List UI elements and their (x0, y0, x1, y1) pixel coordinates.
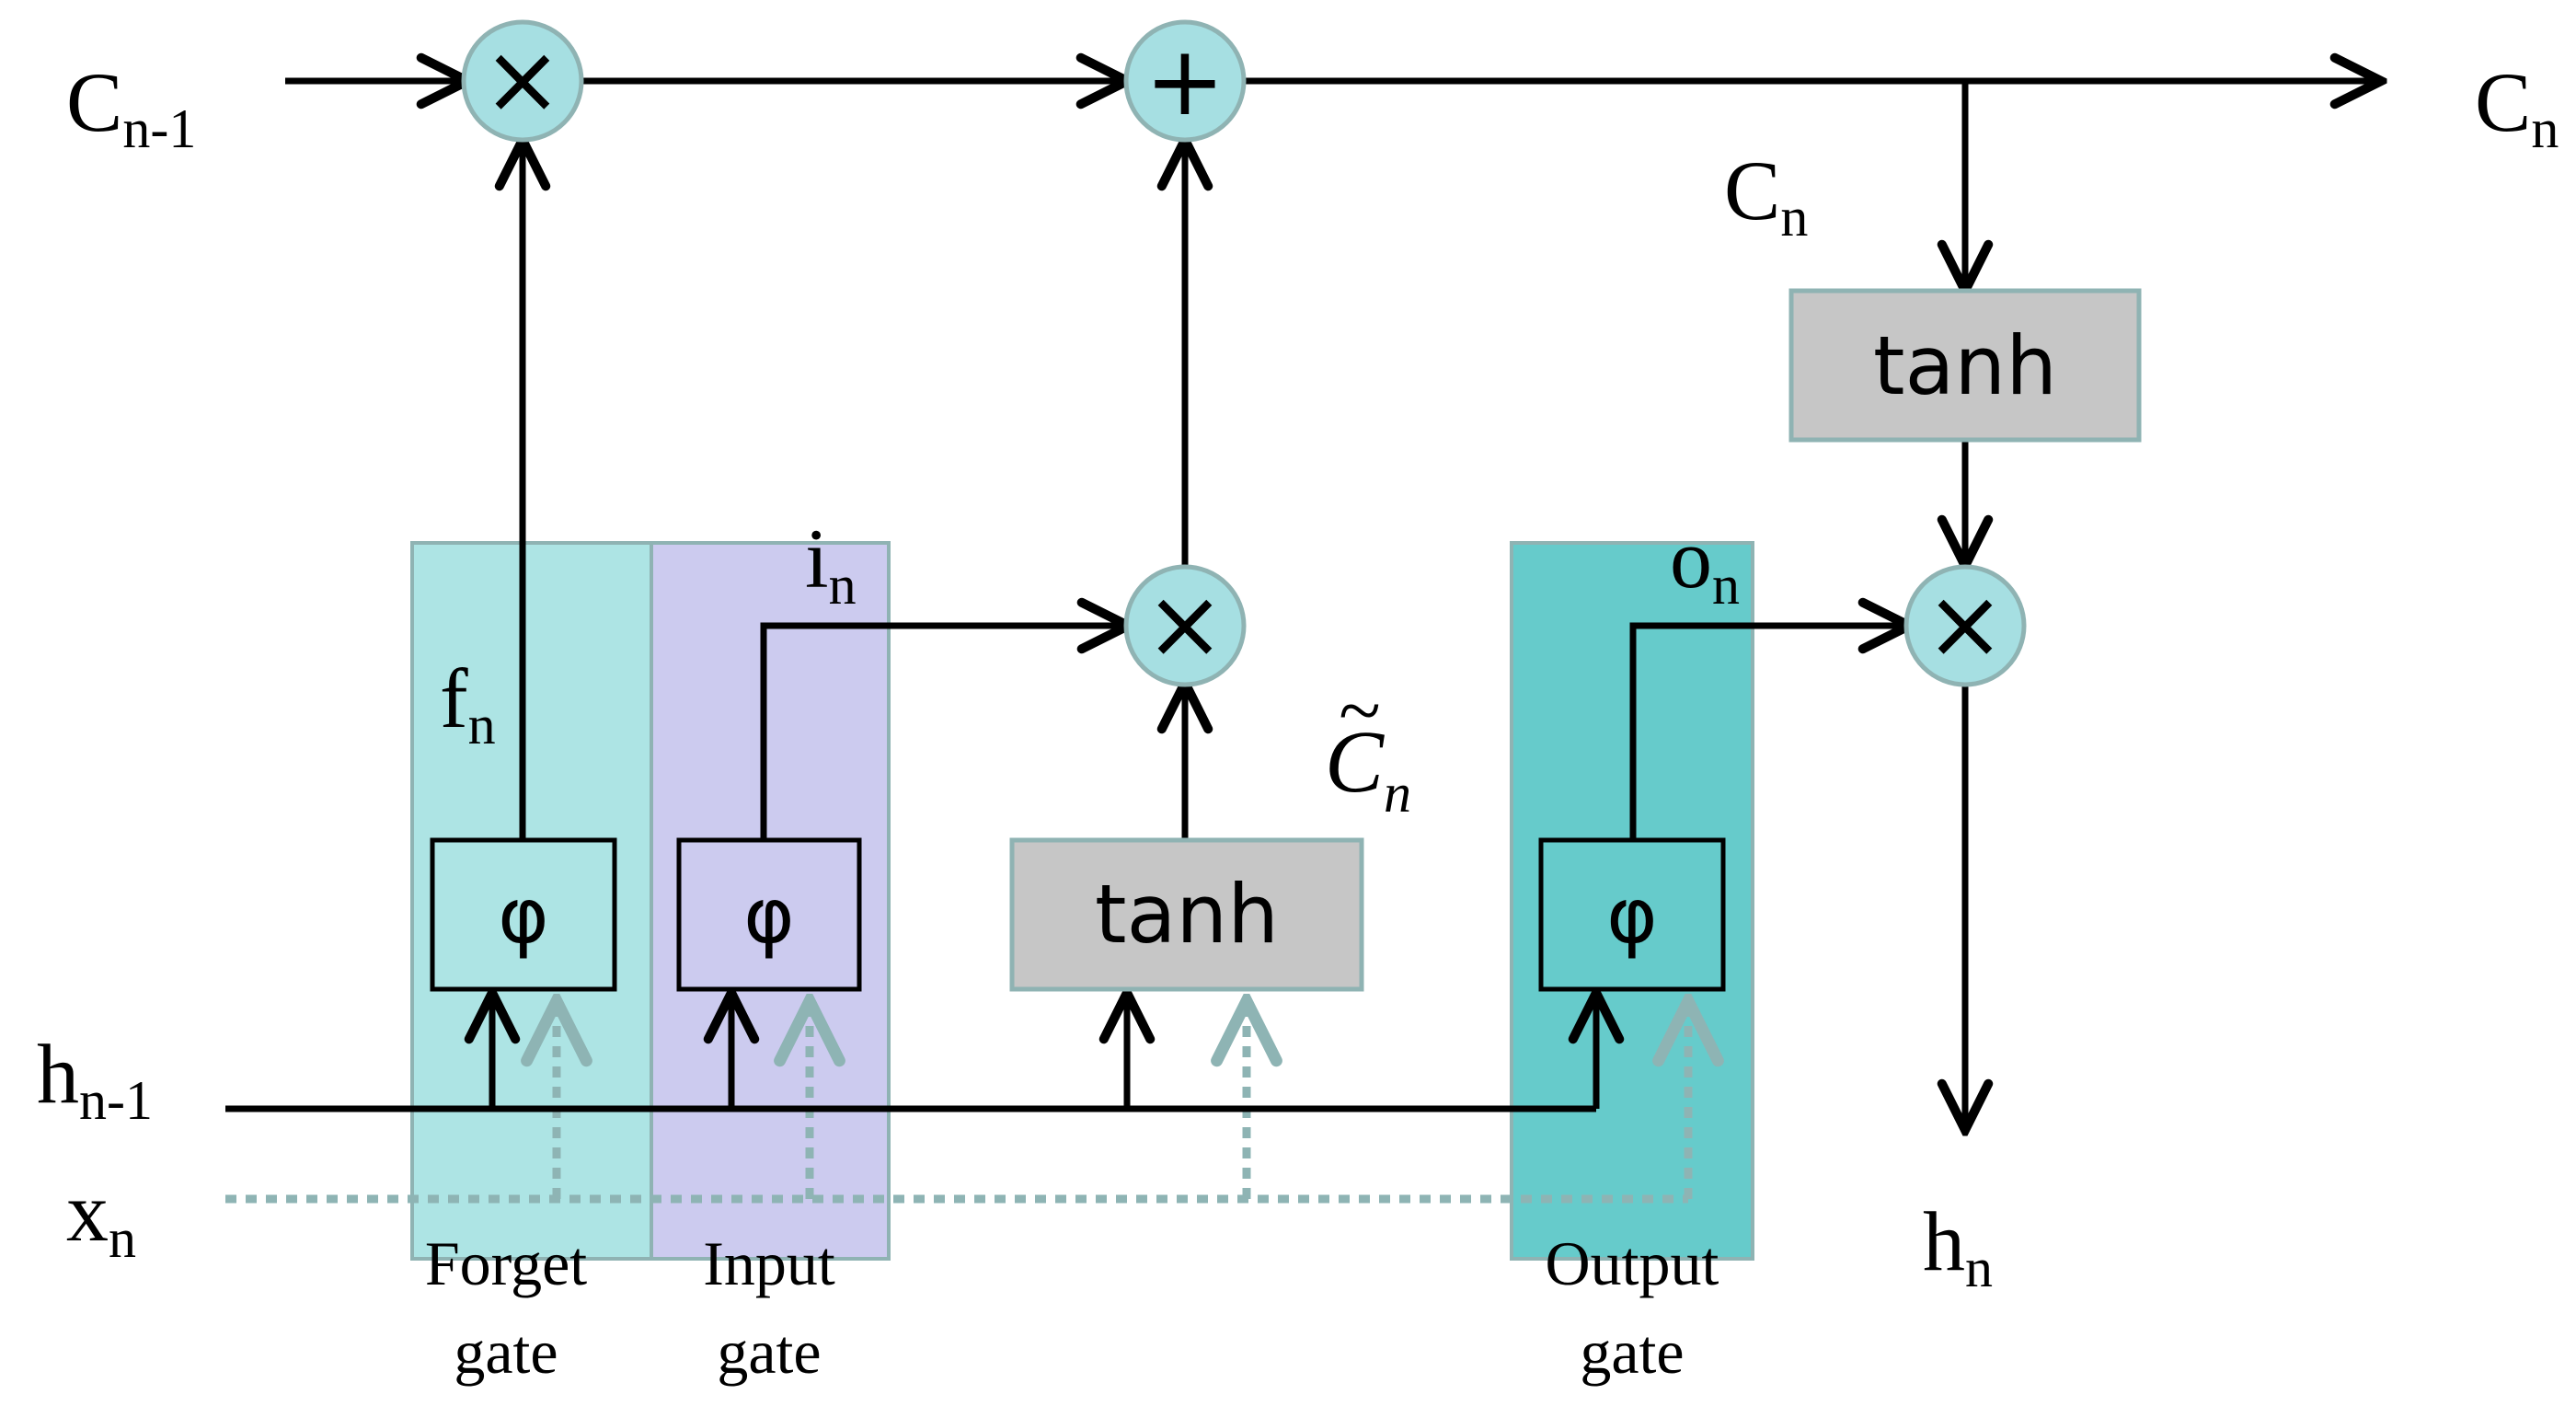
cell-add-op: + (1123, 19, 1247, 143)
input-gate-caption-2: gate (717, 1317, 821, 1387)
multiply-icon: × (1925, 568, 2005, 680)
label-c-prev: Cn-1 (66, 55, 196, 159)
input-sigmoid-label: φ (743, 870, 794, 961)
label-c-tilde: ~ Cn (1325, 668, 1411, 824)
input-gate-panel (650, 541, 891, 1261)
input-gate-caption-1: Input (703, 1228, 835, 1298)
label-c-mid: Cn (1724, 144, 1808, 248)
candidate-tanh-box: tanh (1009, 837, 1364, 992)
input-sigmoid-box: φ (676, 837, 862, 992)
output-sigmoid-label: φ (1606, 870, 1657, 961)
label-h-out: hn (1923, 1194, 1993, 1298)
forget-multiply-op: × (461, 19, 584, 143)
forget-sigmoid-box: φ (430, 837, 617, 992)
forget-sigmoid-label: φ (498, 870, 548, 961)
tilde-accent: ~ (1339, 668, 1380, 754)
output-multiply-op: × (1903, 564, 2027, 687)
output-tanh-label: tanh (1873, 318, 2057, 413)
output-gate-caption-1: Output (1546, 1228, 1719, 1298)
label-o-gate: on (1670, 512, 1740, 616)
forget-gate-caption-1: Forget (425, 1228, 587, 1298)
svg-text:Cn: Cn (1325, 712, 1411, 824)
forget-gate-panel (410, 541, 653, 1261)
cell-state-lines (285, 81, 2378, 1127)
input-multiply-op: × (1123, 564, 1247, 687)
multiply-icon: × (482, 23, 562, 135)
gate-signal-lines (523, 143, 1906, 839)
forget-gate-caption-2: gate (454, 1317, 558, 1387)
output-tanh-box: tanh (1788, 288, 2142, 443)
label-i-gate: in (805, 512, 857, 616)
candidate-tanh-label: tanh (1095, 867, 1279, 962)
label-h-prev: hn-1 (37, 1027, 153, 1131)
plus-icon: + (1144, 25, 1225, 137)
label-f-gate: fn (440, 651, 496, 755)
multiply-icon: × (1144, 568, 1225, 680)
output-sigmoid-box: φ (1538, 837, 1726, 992)
label-x-in: xn (66, 1165, 136, 1269)
h-prev-lines (225, 996, 1596, 1112)
label-c-out: Cn (2475, 55, 2559, 159)
x-input-dotted-lines (225, 1005, 1688, 1204)
output-gate-caption-2: gate (1580, 1317, 1684, 1387)
